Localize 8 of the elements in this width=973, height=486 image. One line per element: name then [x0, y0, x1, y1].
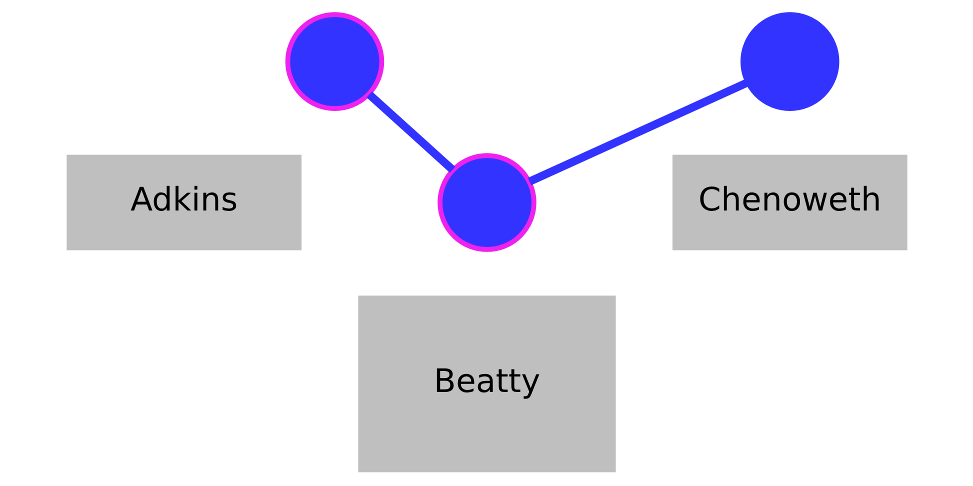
node-box: Adkins	[66, 154, 302, 250]
connector	[366, 91, 455, 173]
node-circle	[284, 12, 384, 111]
node-circle	[437, 153, 536, 252]
node-box: Chenoweth	[672, 154, 907, 250]
connector	[527, 78, 748, 186]
node-circle	[740, 12, 839, 111]
node-box: Beatty	[358, 296, 616, 472]
